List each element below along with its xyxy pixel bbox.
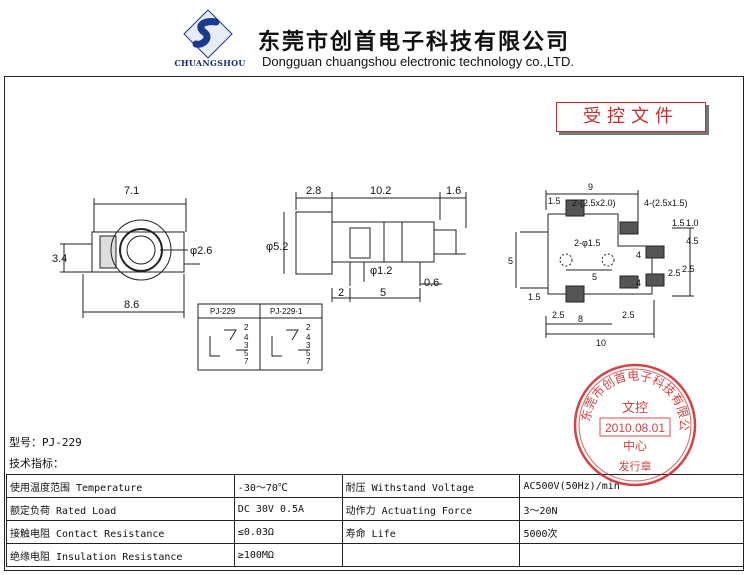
front-dim-height: 3.4 (52, 253, 67, 265)
pcb-dim-8: 8 (578, 314, 583, 324)
spec-cell: 动作力 Actuating Force (341, 497, 521, 521)
pcb-layout (515, 190, 694, 338)
stamp-date: 2010.08.01 (605, 421, 665, 435)
spec-cell: 5000次 (519, 520, 744, 544)
pcb-pads (565, 199, 665, 303)
schematic-title-left: PJ-229 (210, 307, 236, 316)
side-dim-3: 1.6 (446, 185, 461, 197)
schematic-pin-2-right: 2 (306, 323, 311, 332)
front-dim-dia: φ2.6 (190, 245, 212, 257)
side-view (283, 192, 467, 302)
spec-cell: 3～20N (519, 497, 744, 521)
spec-table: 使用温度范围 Temperature -30～70℃ 耐压 Withstand … (6, 474, 744, 567)
schematic-pin-7-left: 7 (244, 357, 249, 366)
schematic-pin-5-left: 5 (244, 349, 249, 358)
pcb-dim-25a: 2.5 (668, 268, 681, 278)
pcb-dim-top: 9 (588, 182, 593, 192)
stamp-bottom: 发行章 (619, 459, 652, 473)
spec-cell: 耐压 Withstand Voltage (341, 474, 521, 498)
schematic-pin-4-right: 4 (306, 333, 311, 342)
table-row: 使用温度范围 Temperature -30～70℃ 耐压 Withstand … (6, 474, 744, 498)
company-stamp: 东莞市创首电子科技有限公司 文控 2010.08.01 中心 发行章 (566, 351, 698, 488)
side-dim-pin: φ1.2 (370, 265, 392, 277)
schematic-pin-2-left: 2 (244, 323, 249, 332)
pcb-dim-25v: 2.5 (682, 264, 695, 274)
controlled-document-text: 受控文件 (583, 106, 679, 127)
model-line: 型号：PJ-229 (9, 436, 82, 449)
schematic-box (197, 303, 323, 371)
pcb-hole2: 4-(2.5x1.5) (644, 198, 688, 208)
front-dim-top: 7.1 (124, 185, 139, 197)
schematic-pin-3-left: 3 (244, 341, 249, 350)
pcb-dim-4a: 4 (636, 250, 641, 260)
schematic-pin-4-left: 4 (244, 333, 249, 342)
table-row: 额定负荷 Rated Load DC 30V 0.5A 动作力 Actuatin… (6, 497, 744, 521)
pcb-dim-4b: 4 (636, 278, 641, 288)
table-row: 接触电阻 Contact Resistance ≤0.03Ω 寿命 Life 5… (6, 520, 744, 544)
pcb-dim-15v: 1.5 (672, 218, 685, 228)
table-row: 绝缘电阻 Insulation Resistance ≥100MΩ (6, 543, 744, 567)
pcb-dim-10v: 1.0 (686, 218, 699, 228)
spec-cell: -30～70℃ (233, 474, 343, 498)
spec-cell: 额定负荷 Rated Load (6, 497, 235, 521)
side-dim-dia: φ5.2 (266, 241, 288, 253)
company-logo (182, 8, 234, 60)
stamp-center-1: 文控 (622, 401, 648, 416)
side-dim-2: 10.2 (370, 185, 391, 197)
schematic-pin-5-right: 5 (306, 349, 311, 358)
pcb-dim-45: 4.5 (686, 236, 699, 246)
drawing-frame (4, 76, 744, 571)
schematic-title-right: PJ-229-1 (270, 307, 303, 316)
side-dim-b3: 0.6 (424, 277, 439, 289)
pcb-hole1: 2-(2.5x2.0) (572, 198, 616, 208)
controlled-document-label: 受控文件 (556, 102, 706, 132)
pcb-dim-25c: 2.5 (622, 310, 635, 320)
spec-cell: ≤0.03Ω (233, 520, 343, 544)
header: CHUANGSHOU 东莞市创首电子科技有限公司 Dongguan chuang… (0, 0, 750, 72)
front-view (60, 198, 200, 318)
spec-cell: 寿命 Life (341, 520, 521, 544)
pcb-dia15: 2-φ1.5 (574, 238, 600, 248)
spec-cell: ≥100MΩ (233, 543, 343, 567)
pcb-dim-25b: 2.5 (552, 310, 565, 320)
pcb-dim-15b: 1.5 (528, 292, 541, 302)
spec-cell (341, 543, 521, 567)
side-dim-b1: 2 (338, 287, 344, 299)
pcb-dim-15: 1.5 (548, 196, 561, 206)
pcb-dim-10: 10 (596, 338, 606, 348)
pcb-dim-5: 5 (508, 256, 513, 266)
logo-text: CHUANGSHOU (174, 58, 246, 68)
company-name-en: Dongguan chuangshou electronic technolog… (262, 54, 574, 69)
side-dim-1: 2.8 (306, 185, 321, 197)
pcb-dim-h5: 5 (592, 272, 597, 282)
company-name-cn: 东莞市创首电子科技有限公司 (258, 30, 571, 55)
stamp-center-2: 中心 (623, 438, 647, 453)
spec-cell: 使用温度范围 Temperature (6, 474, 235, 498)
tech-title: 技术指标： (9, 457, 64, 470)
schematic-pin-7-right: 7 (306, 357, 311, 366)
spec-cell: 绝缘电阻 Insulation Resistance (6, 543, 235, 567)
spec-cell (519, 543, 744, 567)
side-dim-b2: 5 (380, 287, 386, 299)
schematic-pin-3-right: 3 (306, 341, 311, 350)
front-dim-bottom: 8.6 (124, 299, 139, 311)
spec-cell: DC 30V 0.5A (233, 497, 343, 521)
spec-cell: 接触电阻 Contact Resistance (6, 520, 235, 544)
